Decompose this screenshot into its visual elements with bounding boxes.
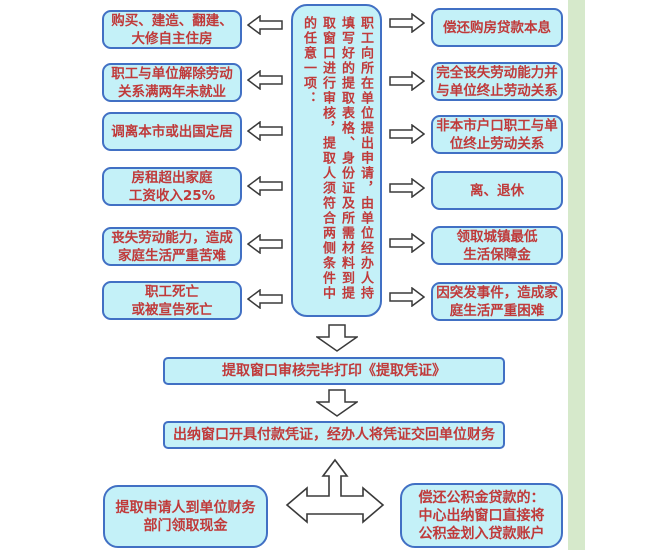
outcome-box-loan: 偿还公积金贷款的： 中心出纳窗口直接将 公积金划入贷款账户: [400, 483, 563, 548]
right-condition-box-2: 完全丧失劳动能力并 与单位终止劳动关系: [431, 62, 563, 101]
right-condition-box-4: 离、退休: [431, 171, 563, 210]
right-arrow-icon-3: [389, 124, 425, 144]
left-arrow-icon-2: [247, 70, 283, 90]
right-arrow-icon-5: [389, 233, 425, 253]
left-condition-box-4: 房租超出家庭 工资收入25%: [102, 167, 242, 206]
center-note-box: 职工向所在单位提出申请，由单位经办人持 填写好的提取表格、身份证及所需材料到提 …: [291, 4, 382, 317]
step-bar-payment-voucher: 出纳窗口开具付款凭证，经办人将凭证交回单位财务: [163, 421, 505, 449]
left-arrow-icon-1: [247, 15, 283, 35]
step-bar-print-voucher: 提取窗口审核完毕打印《提取凭证》: [163, 357, 505, 385]
right-arrow-icon-1: [389, 13, 425, 33]
three-way-arrow-icon: [285, 458, 385, 532]
left-arrow-icon-4: [247, 176, 283, 196]
right-condition-box-1: 偿还购房贷款本息: [431, 8, 563, 47]
left-condition-box-3: 调离本市或出国定居: [102, 112, 242, 151]
right-condition-box-5: 领取城镇最低 生活保障金: [431, 226, 563, 265]
right-condition-box-3: 非本市户口职工与单 位终止劳动关系: [431, 115, 563, 154]
right-condition-box-6: 因突发事件，造成家 庭生活严重困难: [431, 282, 563, 321]
right-green-stripe: [568, 0, 585, 550]
left-arrow-icon-3: [247, 121, 283, 141]
left-condition-box-2: 职工与单位解除劳动 关系满两年未就业: [102, 63, 242, 102]
left-condition-box-6: 职工死亡 或被宣告死亡: [102, 281, 242, 320]
left-arrow-icon-6: [247, 289, 283, 309]
left-condition-box-5: 丧失劳动能力，造成 家庭生活严重苦难: [102, 227, 242, 266]
right-arrow-icon-4: [389, 178, 425, 198]
right-arrow-icon-2: [389, 71, 425, 91]
right-arrow-icon-6: [389, 287, 425, 307]
outcome-box-cash: 提取申请人到单位财务 部门领取现金: [103, 485, 268, 548]
left-arrow-icon-5: [247, 234, 283, 254]
down-arrow-icon-1: [316, 324, 358, 353]
down-arrow-icon-2: [316, 389, 358, 418]
left-condition-box-1: 购买、建造、翻建、 大修自主住房: [102, 10, 242, 49]
